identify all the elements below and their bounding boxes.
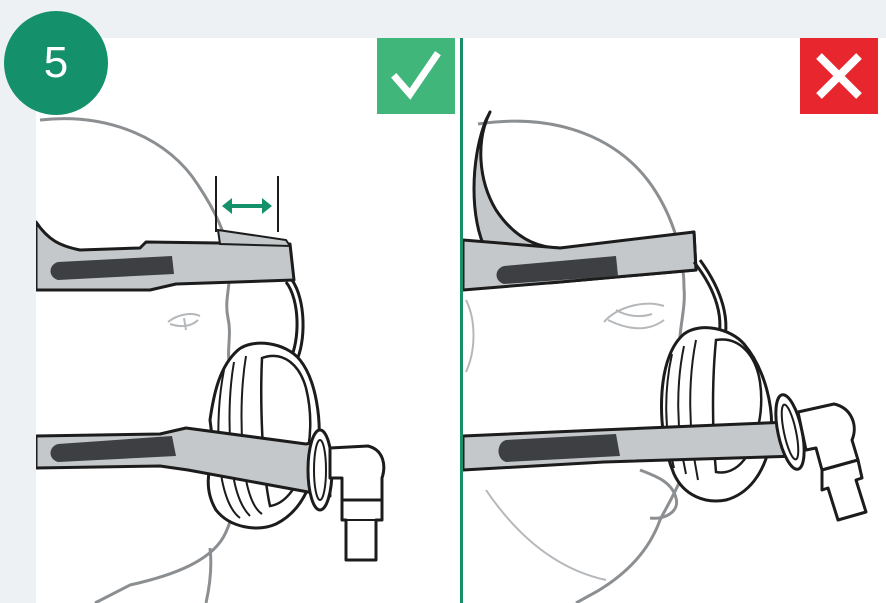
- cross-icon: [811, 48, 867, 104]
- ear-outline: [466, 300, 474, 372]
- incorrect-indicator: [800, 38, 878, 114]
- eye: [604, 304, 664, 329]
- checkmark-icon: [388, 48, 444, 104]
- double-arrow-icon: [222, 198, 272, 214]
- head-profile: [478, 121, 690, 603]
- nose-profile: [640, 470, 677, 518]
- elbow-tube: [822, 460, 866, 520]
- swivel-ring: [308, 430, 332, 510]
- elbow-connector: [798, 404, 858, 470]
- step-number-badge: 5: [4, 11, 108, 115]
- upper-strap-tab: [218, 230, 290, 246]
- upper-headgear-strap: [36, 222, 294, 290]
- incorrect-fit-illustration: [463, 112, 866, 603]
- elbow-connector: [330, 446, 384, 500]
- chin-line: [486, 490, 606, 580]
- head-profile: [40, 119, 238, 603]
- elbow-tube: [342, 500, 382, 560]
- step-number: 5: [44, 38, 68, 88]
- correct-indicator: [377, 38, 455, 114]
- eye: [168, 314, 200, 330]
- correct-fit-illustration: [36, 119, 384, 603]
